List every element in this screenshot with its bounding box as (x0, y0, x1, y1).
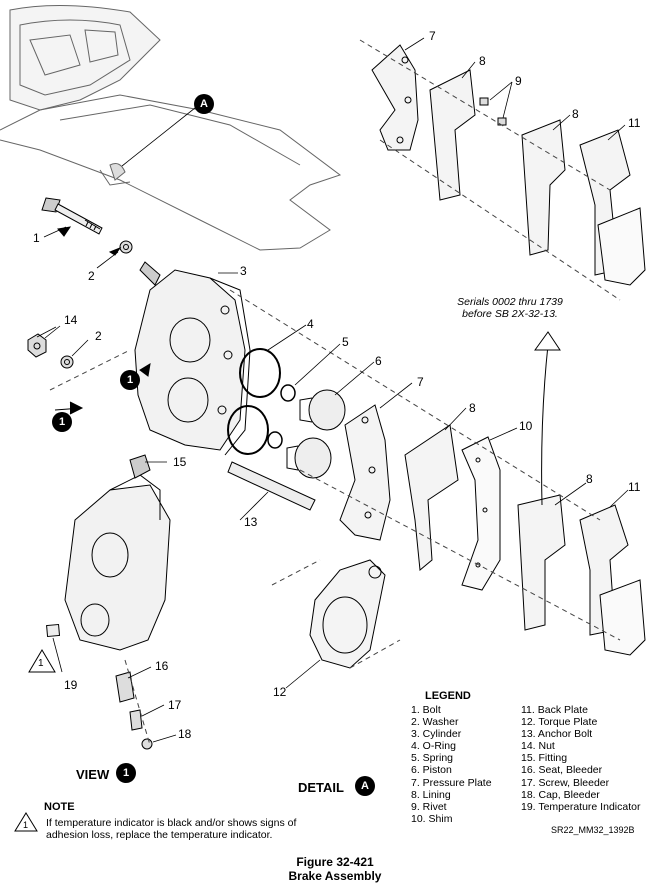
callout-11b: 11 (628, 480, 641, 494)
anchor-bolt-part (227, 461, 316, 511)
shim-part (461, 436, 501, 591)
note-warning-triangle-icon (14, 812, 38, 832)
callout-2: 2 (88, 269, 95, 283)
detail-a-badge: A (355, 776, 375, 796)
torque-plate-part (309, 559, 386, 669)
callout-17: 17 (168, 698, 182, 712)
legend-item: 13. Anchor Bolt (521, 728, 593, 741)
serials-note: Serials 0002 thru 1739 before SB 2X-32-1… (440, 296, 580, 320)
callout-5: 5 (342, 335, 349, 349)
callout-6: 6 (375, 354, 382, 368)
callout-1: 1 (33, 231, 40, 245)
legend-item: 4. O-Ring (411, 740, 456, 753)
detail-a-badge-top: A (194, 94, 214, 114)
legend-item: 7. Pressure Plate (411, 776, 492, 789)
pressure-plate-part-top (371, 44, 419, 151)
cylinder-housing (134, 261, 251, 456)
drawing-code: SR22_MM32_1392B (551, 825, 635, 835)
warning-number: 1 (38, 658, 44, 669)
figure-title: Brake Assembly (288, 869, 382, 883)
note-text: If temperature indicator is black and/or… (46, 817, 297, 841)
callout-15: 15 (173, 455, 187, 469)
view-1-badge-upper: 1 (120, 370, 140, 390)
bleeder-screw-part (129, 709, 143, 731)
callout-18: 18 (178, 727, 192, 741)
pressure-plate-part (339, 404, 391, 541)
serials-line-2: before SB 2X-32-13. (462, 308, 558, 320)
detail-label: DETAIL (298, 780, 344, 795)
note-title: NOTE (44, 801, 75, 813)
legend-item: 11. Back Plate (521, 704, 588, 716)
serials-line-1: Serials 0002 thru 1739 (457, 296, 563, 308)
warning-triangle-icon (28, 649, 56, 673)
callout-8a: 8 (479, 54, 486, 68)
callout-8c: 8 (572, 107, 579, 121)
temperature-indicator-part (46, 623, 61, 638)
legend-item: 10. Shim (411, 812, 453, 825)
view-1-badge-lower: 1 (52, 412, 72, 432)
callout-9: 9 (515, 74, 522, 88)
callout-2b: 2 (95, 329, 102, 343)
legend-item: 15. Fitting (521, 752, 568, 765)
nut-part (27, 333, 47, 358)
bleeder-cap-part (141, 738, 153, 750)
callout-13: 13 (244, 515, 258, 529)
legend-item: 18. Cap, Bleeder (521, 788, 600, 801)
wing-gear-illustration (0, 4, 342, 251)
lining-part-lower-right (517, 494, 566, 631)
figure-number: Figure 32-421 (296, 855, 374, 869)
callout-12: 12 (273, 685, 287, 699)
view-1-badge: 1 (116, 763, 136, 783)
legend-column-1: 1. Bolt 2. Washer 3. Cylinder 4. O-Ring … (411, 704, 492, 825)
legend-item: 14. Nut (521, 740, 555, 753)
callout-11a: 11 (628, 116, 641, 130)
lining-part-top (429, 69, 476, 201)
callout-7b: 7 (417, 375, 424, 389)
legend-item: 9. Rivet (411, 800, 447, 813)
lining-part (404, 424, 459, 571)
callout-14: 14 (64, 313, 78, 327)
cylinder-view-1 (64, 454, 171, 651)
legend-title: LEGEND (425, 690, 471, 702)
callout-16: 16 (155, 659, 169, 673)
legend-item: 3. Cylinder (411, 728, 462, 741)
legend-item: 19. Temperature Indicator (521, 800, 641, 813)
rivet-part (479, 97, 507, 126)
legend-item: 1. Bolt (411, 704, 441, 716)
washer-part-2 (60, 355, 74, 369)
bolt-part (41, 197, 103, 235)
legend-item: 8. Lining (411, 788, 451, 801)
legend-item: 16. Seat, Bleeder (521, 764, 603, 777)
bleeder-seat-part (115, 671, 135, 703)
piston-part (286, 389, 346, 479)
callout-8b: 8 (469, 401, 476, 415)
legend-item: 5. Spring (411, 752, 454, 765)
callout-7a: 7 (429, 29, 436, 43)
washer-part (119, 240, 133, 254)
callout-8d: 8 (586, 472, 593, 486)
legend-item: 17. Screw, Bleeder (521, 776, 610, 789)
callout-4: 4 (307, 317, 314, 331)
legend-item: 12. Torque Plate (521, 716, 598, 729)
view-label: VIEW (76, 767, 110, 782)
figure-caption: Figure 32-421 Brake Assembly (0, 855, 670, 883)
spring-part (280, 384, 296, 402)
callout-10: 10 (519, 419, 533, 433)
legend-item: 6. Piston (411, 764, 452, 777)
o-ring-part (239, 348, 281, 398)
note-warning-number: 1 (23, 820, 29, 830)
callout-19: 19 (64, 678, 78, 692)
legend-item: 2. Washer (411, 716, 459, 729)
lining-part-top-2 (521, 119, 566, 256)
swap-arrow (541, 344, 549, 506)
legend-column-2: 11. Back Plate 12. Torque Plate 13. Anch… (521, 704, 640, 813)
callout-3: 3 (240, 264, 247, 278)
